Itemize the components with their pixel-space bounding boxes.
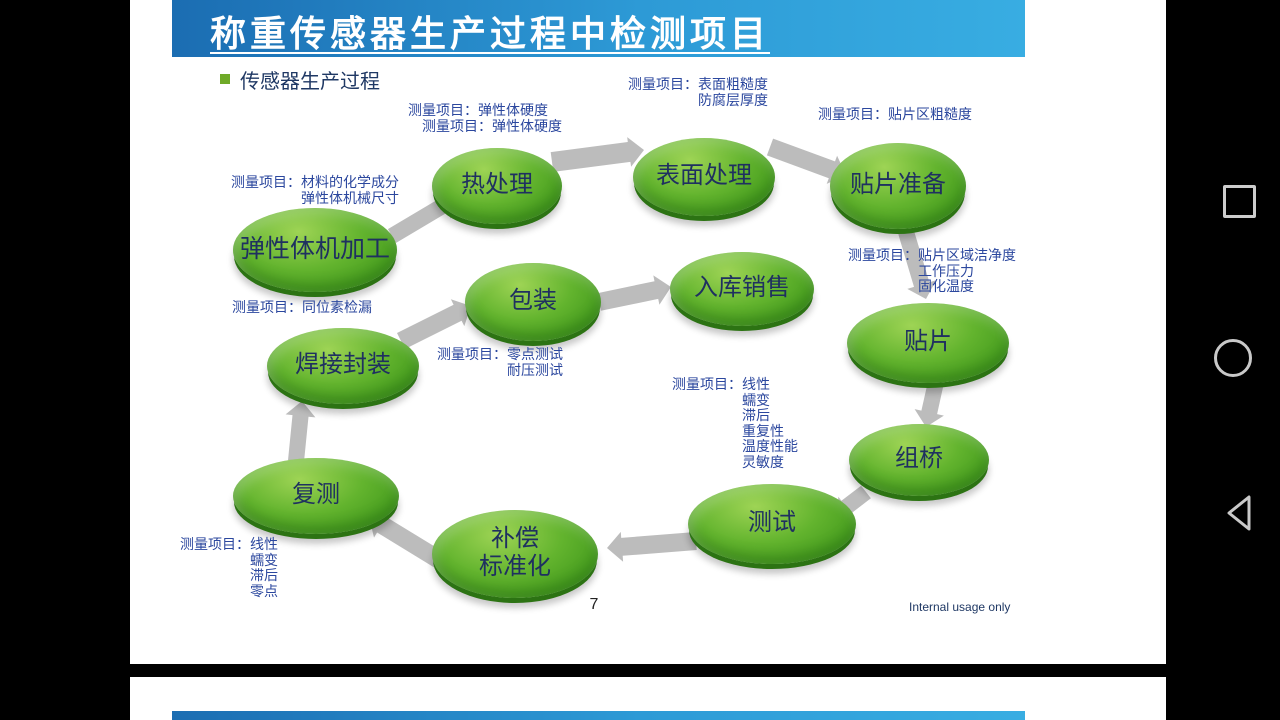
- flow-node-surface: 表面处理: [633, 138, 775, 216]
- note-surface: 测量项目：表面粗糙度 防腐层厚度: [628, 78, 768, 109]
- flow-node-compensation: 补偿 标准化: [432, 510, 598, 598]
- android-nav-bar: [1166, 0, 1280, 720]
- bullet-square-icon: [220, 74, 230, 84]
- page-number: 7: [589, 596, 599, 613]
- flow-node-package: 包装: [465, 263, 601, 341]
- note-test: 测量项目：线性 蠕变 滞后 重复性 温度性能 灵敏度: [672, 378, 798, 471]
- recents-icon[interactable]: [1223, 185, 1256, 218]
- bullet-text: 传感器生产过程: [240, 70, 380, 93]
- flow-node-patch-prep: 贴片准备: [830, 143, 966, 229]
- flow-node-test: 测试: [688, 484, 856, 564]
- note-patch: 测量项目：贴片区域洁净度 工作压力 固化温度: [848, 249, 1016, 295]
- back-icon[interactable]: [1224, 493, 1254, 533]
- note-weld: 测量项目：同位素检漏: [232, 301, 372, 316]
- flow-node-patch: 贴片: [847, 303, 1009, 383]
- note-package: 测量项目：零点测试 耐压测试: [437, 348, 563, 379]
- slide-title-bar: 称重传感器生产过程中检测项目: [172, 0, 1025, 57]
- flow-node-elastomer: 弹性体机加工: [233, 208, 397, 292]
- bullet-row: 传感器生产过程: [220, 66, 380, 93]
- note-patch-prep: 测量项目：贴片区粗糙度: [818, 108, 972, 123]
- home-icon[interactable]: [1214, 339, 1252, 377]
- flow-node-weld: 焊接封装: [267, 328, 419, 404]
- slide-title: 称重传感器生产过程中检测项目: [210, 14, 771, 54]
- slide-next-preview[interactable]: [130, 677, 1166, 720]
- footer-note: Internal usage only: [909, 600, 1011, 614]
- flow-node-heat: 热处理: [432, 148, 562, 224]
- slide-current: 称重传感器生产过程中检测项目 传感器生产过程 弹性体机加工 热处理 表面处理 贴…: [130, 0, 1166, 664]
- note-retest: 测量项目：线性 蠕变 滞后 零点: [180, 538, 278, 600]
- flow-node-bridge: 组桥: [849, 424, 989, 496]
- next-slide-title-bar: [172, 711, 1025, 720]
- note-elastomer: 测量项目：材料的化学成分 弹性体机械尺寸: [231, 176, 399, 207]
- flow-node-retest: 复测: [233, 458, 399, 534]
- flow-node-sales: 入库销售: [670, 252, 814, 326]
- note-heat: 测量项目：弹性体硬度 测量项目：弹性体硬度: [408, 104, 562, 135]
